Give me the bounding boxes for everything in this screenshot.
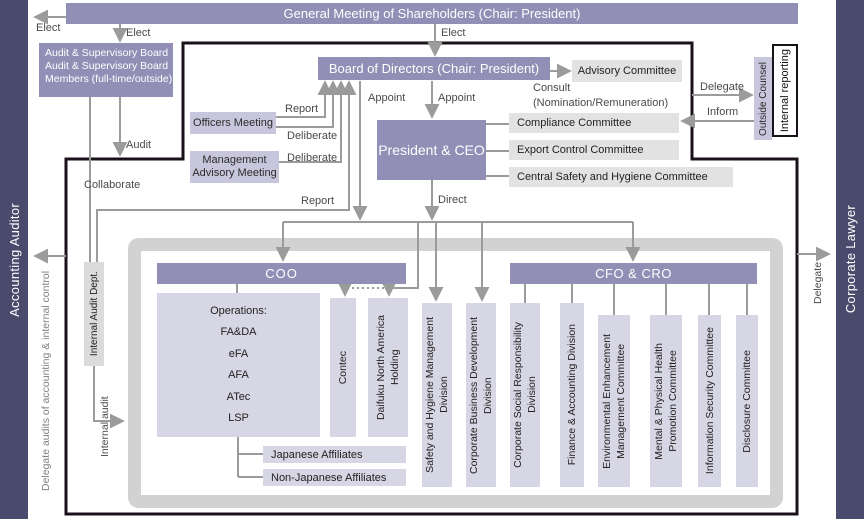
report-officers-label: Report [285,103,319,115]
corporate-lawyer-sidebar: Corporate Lawyer [836,0,864,519]
coo-label: COO [265,266,298,281]
appoint-board-label: Appoint [368,92,406,104]
operations-box: Operations: FA&DA eFA AFA ATec LSP [157,293,320,437]
operations-item-fada: FA&DA [220,326,257,338]
safety-hygiene-management-division-box: Safety and Hygiene Management Division [422,303,452,487]
mph-committee-line2: Promotion Committee [667,350,679,452]
daifuku-na-line2: Holding [389,349,401,386]
information-security-committee-box: Information Security Committee [698,315,721,487]
operations-item-lsp: LSP [228,412,249,424]
cbd-division-line2: Division [482,376,494,414]
export-control-committee-box: Export Control Committee [509,140,679,160]
cfo-branches [524,284,748,315]
direct-label: Direct [438,194,467,206]
general-meeting-bar: General Meeting of Shareholders (Chair: … [66,3,798,24]
csr-division-line2: Division [526,376,538,414]
inform-label: Inform [707,106,739,118]
board-of-directors-label: Board of Directors (Chair: President) [328,61,540,76]
direct-rail [275,221,641,302]
shm-division-line2: Division [438,376,450,414]
eem-committee-line1: Environmental Enhancement [601,333,613,469]
internal-audit-dept-box: Internal Audit Dept. [84,262,104,366]
daifuku-north-america-box: Daifuku North America Holding [368,298,408,437]
outside-counsel-box: Outside Counsel [754,57,772,140]
japanese-affiliates-label: Japanese Affiliates [271,448,363,461]
mam-line1: Management [202,154,267,166]
consult-label-line2: (Nomination/Remuneration) [533,97,669,109]
japanese-affiliates-box: Japanese Affiliates [263,446,406,463]
asb-line2: Audit & Supervisory Board [45,60,169,72]
operations-title: Operations: [210,304,267,317]
president-ceo-box: President & CEO [377,120,486,180]
corporate-business-development-division-box: Corporate Business Development Division [466,303,496,487]
audit-supervisory-board-box: Audit & Supervisory Board Audit & Superv… [39,43,173,97]
disclosure-committee-box: Disclosure Committee [736,315,758,487]
mph-committee-line1: Mental & Physical Health [653,342,665,460]
delegate-counsel-label: Delegate [700,81,745,93]
non-japanese-affiliates-box: Non-Japanese Affiliates [263,469,406,486]
coo-bar: COO [157,263,406,284]
internal-audit-dept-label: Internal Audit Dept. [88,271,100,357]
compliance-committee-label: Compliance Committee [517,117,632,129]
central-safety-hygiene-committee-box: Central Safety and Hygiene Committee [509,167,733,187]
contec-label: Contec [337,350,349,385]
cfo-cro-bar: CFO & CRO [510,263,757,284]
export-control-committee-label: Export Control Committee [517,144,644,156]
non-japanese-affiliates-label: Non-Japanese Affiliates [271,471,387,484]
deliberate-officers-label: Deliberate [287,130,338,142]
corporate-lawyer-label: Corporate Lawyer [842,205,858,314]
management-advisory-meeting-box: Management Advisory Meeting [190,151,279,183]
appoint-president-label: Appoint [438,92,476,104]
eem-committee-line2: Management Committee [615,343,627,459]
operations-item-atec: ATec [226,390,251,403]
disclosure-committee-label: Disclosure Committee [741,349,753,453]
csr-division-line1: Corporate Social Responsibility [512,322,524,468]
cbd-division-line1: Corporate Business Development [468,316,480,474]
cfo-cro-label: CFO & CRO [595,266,672,281]
accounting-auditor-sidebar: Accounting Auditor [0,0,28,519]
president-ceo-label: President & CEO [378,142,485,158]
delegate-audits-label: Delegate audits of accounting & internal… [40,270,52,492]
accounting-auditor-label: Accounting Auditor [6,202,22,317]
finance-accounting-division-label: Finance & Accounting Division [566,324,578,466]
general-meeting-title: General Meeting of Shareholders (Chair: … [283,6,581,21]
board-of-directors-box: Board of Directors (Chair: President) [318,57,550,80]
asb-line3: Members (full-time/outside) [45,73,173,85]
mental-physical-health-committee-box: Mental & Physical Health Promotion Commi… [650,315,682,487]
internal-reporting-label: Internal reporting [779,48,791,133]
internal-audit-label: Internal audit [99,396,111,458]
officers-meeting-box: Officers Meeting [190,112,276,134]
elect-label-asb: Elect [126,27,151,39]
advisory-committee-label: Advisory Committee [577,65,677,77]
outside-counsel-label: Outside Counsel [757,61,769,136]
officers-meeting-label: Officers Meeting [193,117,273,129]
information-security-committee-label: Information Security Committee [703,327,716,475]
central-safety-hygiene-committee-label: Central Safety and Hygiene Committee [517,171,708,183]
shm-division-line1: Safety and Hygiene Management [424,317,436,473]
deliberate-advisory-label: Deliberate [287,152,338,164]
elect-label-board: Elect [441,27,466,39]
audit-label: Audit [126,139,152,151]
mam-line2: Advisory Meeting [192,167,277,179]
contec-box: Contec [330,298,356,437]
delegate-lawyer-label: Delegate [812,261,824,305]
consult-label-line1: Consult [533,82,571,94]
collaborate-label: Collaborate [84,179,141,191]
delegate-side-arrows [33,246,831,264]
environmental-enhancement-committee-box: Environmental Enhancement Management Com… [598,315,630,487]
finance-accounting-division-box: Finance & Accounting Division [560,303,584,487]
operations-item-efa: eFA [228,347,249,360]
elect-label-left: Elect [36,22,61,34]
report-internal-label: Report [301,195,335,207]
advisory-committee-box: Advisory Committee [572,60,682,82]
internal-reporting-box: Internal reporting [772,44,798,137]
daifuku-na-line1: Daifuku North America [375,314,387,421]
compliance-committee-box: Compliance Committee [509,113,679,133]
asb-line1: Audit & Supervisory Board [45,47,169,59]
operations-item-afa: AFA [228,369,249,381]
csr-division-box: Corporate Social Responsibility Division [510,303,540,487]
